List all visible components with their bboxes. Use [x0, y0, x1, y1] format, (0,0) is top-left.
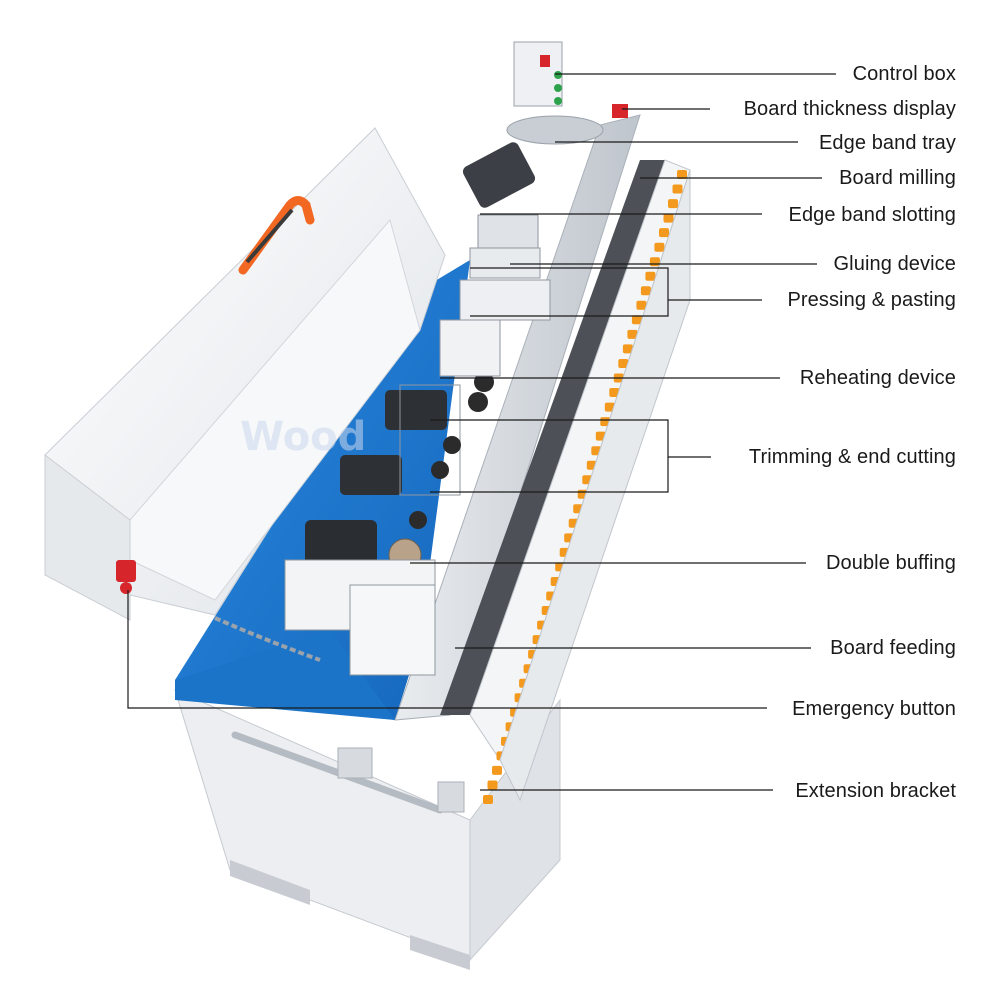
blue-work-surface-lower: [175, 630, 395, 720]
base-foot-right: [410, 935, 470, 970]
trimming-frame: [399, 384, 461, 496]
label-edge-band-slotting: Edge band slotting: [788, 204, 956, 226]
control-box-red-switch: [540, 55, 550, 67]
machine-base-cabinet: [174, 689, 471, 961]
reheating-unit: [439, 319, 501, 377]
label-edge-band-tray: Edge band tray: [818, 132, 956, 154]
trimming-motor-upper: [385, 390, 447, 430]
feed-chain-track: [440, 160, 665, 715]
control-box-unit: [513, 41, 563, 107]
roller: [663, 213, 674, 223]
roller: [483, 795, 493, 804]
pressing-unit: [459, 279, 551, 321]
base-foot-left: [230, 860, 310, 905]
label-emergency-button: Emergency button: [792, 698, 956, 720]
label-double-buffing: Double buffing: [825, 552, 956, 574]
cover-orange-handle: [238, 196, 315, 275]
label-board-milling: Board milling: [839, 167, 956, 189]
label-board-thickness-display: Board thickness display: [743, 98, 956, 120]
milling-motor: [462, 142, 536, 208]
emergency-button-box: [116, 560, 136, 582]
base-bracket: [337, 747, 373, 779]
buffing-motor: [305, 520, 377, 568]
label-control-box: Control box: [852, 63, 956, 85]
main-rail: [394, 114, 641, 721]
roller: [645, 271, 656, 281]
roller: [631, 315, 642, 325]
cover-handle-grip: [245, 208, 294, 264]
roller: [654, 242, 665, 252]
label-gluing-device: Gluing device: [833, 253, 956, 275]
roller: [636, 300, 647, 310]
emergency-button-cap: [120, 582, 132, 594]
roller: [622, 344, 633, 354]
cover-side-face: [44, 453, 131, 621]
roller: [604, 402, 615, 412]
leader-emergency-button: [127, 590, 767, 709]
leader-lines: [127, 73, 836, 791]
roller: [640, 286, 651, 296]
label-board-feeding: Board feeding: [830, 637, 956, 659]
label-trimming-end-cutting: Trimming & end cutting: [748, 446, 956, 468]
feeding-guard: [349, 584, 436, 676]
roller: [659, 228, 669, 238]
label-pressing-pasting: Pressing & pasting: [787, 289, 956, 311]
roller: [492, 765, 502, 775]
label-reheating-device: Reheating device: [799, 367, 956, 389]
trimming-motor-lower: [340, 455, 402, 495]
roller: [668, 199, 678, 209]
edge-band-tray-disc: [506, 115, 604, 145]
gluing-unit: [469, 247, 541, 279]
bracket-trimming: [430, 419, 669, 493]
label-extension-bracket: Extension bracket: [795, 780, 956, 802]
roller: [627, 329, 638, 339]
roller: [618, 359, 629, 368]
roller: [672, 184, 683, 194]
base-bracket-right: [437, 781, 465, 813]
safety-chain: [214, 616, 321, 662]
roller: [609, 388, 620, 397]
bracket-pressing-pasting: [470, 267, 669, 317]
thickness-display-unit: [612, 104, 628, 118]
roller: [649, 257, 660, 267]
watermark-text: Wood: [240, 414, 366, 460]
roller: [487, 780, 498, 790]
roller: [677, 170, 687, 179]
